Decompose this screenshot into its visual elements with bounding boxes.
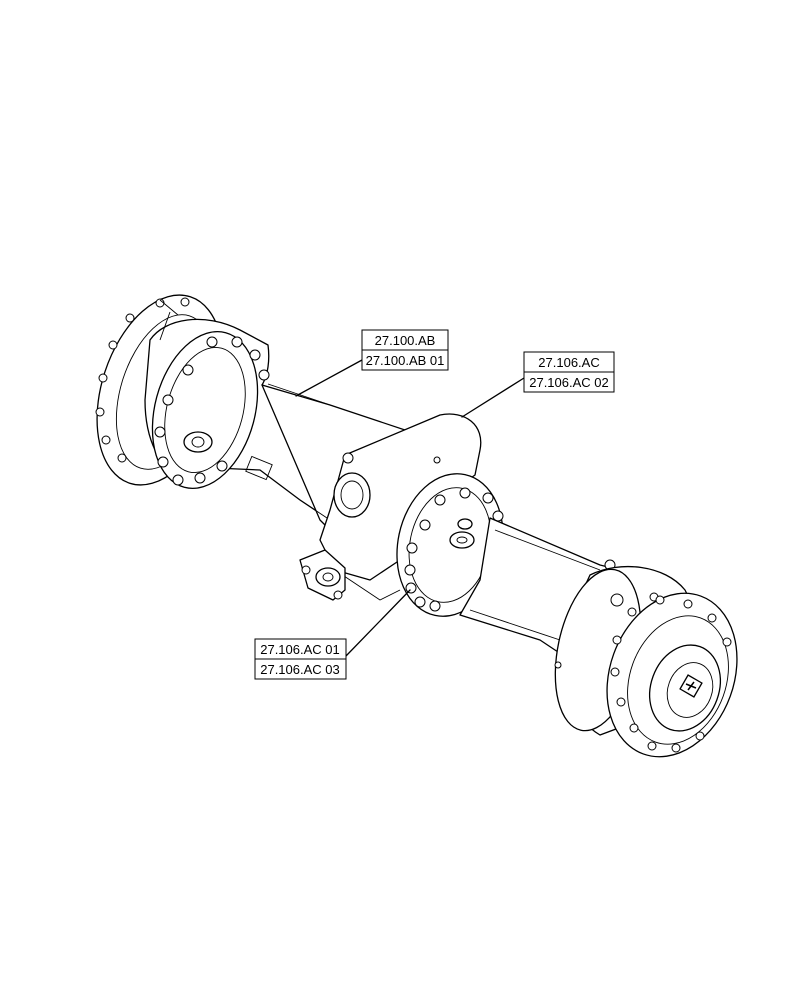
callout-27-106-ac-01[interactable]: 27.106.AC 01 27.106.AC 03 bbox=[254, 638, 347, 680]
callout-top-label: 27.106.AC bbox=[538, 355, 599, 370]
left-housing-bolts bbox=[154, 336, 270, 486]
center-differential bbox=[319, 413, 482, 601]
right-housing-flange bbox=[396, 473, 504, 617]
callout-bottom-label: 27.100.AB 01 bbox=[366, 353, 445, 368]
callout-27-106-ac[interactable]: 27.106.AC 27.106.AC 02 bbox=[523, 351, 615, 393]
leader-lines bbox=[295, 359, 525, 657]
right-wheel-flange bbox=[606, 592, 738, 758]
callout-top-label: 27.100.AB bbox=[375, 333, 436, 348]
callout-bottom-label: 27.106.AC 02 bbox=[529, 375, 609, 390]
callout-bottom-label: 27.106.AC 03 bbox=[260, 662, 340, 677]
hub-cap-logo bbox=[679, 674, 703, 698]
callout-27-100-ab[interactable]: 27.100.AB 27.100.AB 01 bbox=[361, 329, 449, 371]
right-housing-bolts bbox=[404, 487, 504, 612]
pinion-yoke bbox=[299, 549, 346, 601]
wheel-flange-bolts bbox=[610, 595, 732, 753]
callout-top-label: 27.106.AC 01 bbox=[260, 642, 340, 657]
